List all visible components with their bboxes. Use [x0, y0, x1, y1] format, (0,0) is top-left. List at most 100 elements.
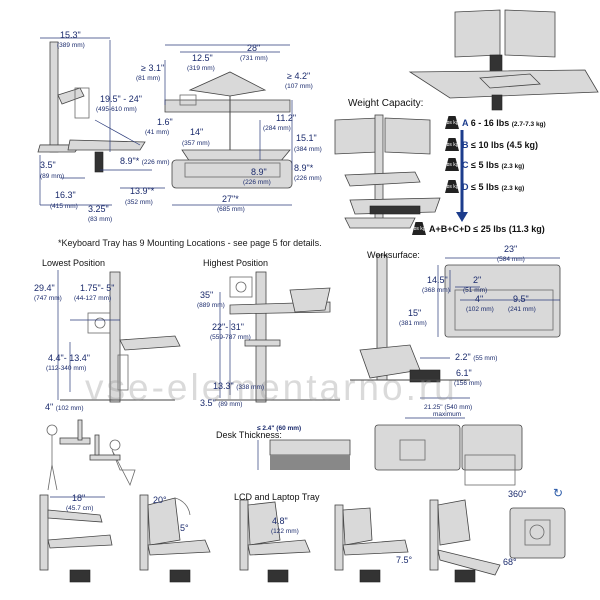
dim-18: 18"	[72, 493, 86, 503]
angle-20: 20°	[153, 495, 167, 505]
dim-29-4-mm: (747 mm)	[34, 295, 62, 302]
angle-7-5: 7.5°	[396, 555, 413, 565]
weight-total: A+B+C+D ≤ 25 lbs (11.3 kg)	[429, 224, 545, 234]
angle-5: 5°	[180, 523, 189, 533]
dim-35: 35"	[200, 290, 214, 300]
desk-thickness-value: ≤ 2.4" (60 mm)	[257, 425, 302, 432]
dim-9-5: 9.5"	[513, 294, 529, 304]
desk-thickness-label: Desk Thickness:	[216, 430, 282, 440]
angle-68: 68°	[503, 557, 517, 567]
dim-13-3: 13.3" (338 mm)	[213, 381, 265, 391]
dim-2-2: 2.2" (55 mm)	[455, 352, 498, 362]
dim-29-4: 29.4"	[34, 283, 55, 293]
dim-23: 23"	[504, 244, 518, 254]
dim-11-2: 11.2"	[276, 113, 297, 123]
dim-1-6-mm: (41 mm)	[145, 129, 170, 136]
dim-3-1-mm: (81 mm)	[136, 75, 161, 82]
dim-12-5-mm: (319 mm)	[187, 65, 215, 72]
dim-22-31: 22"- 31"	[212, 322, 244, 332]
dim-2: 2"	[473, 275, 482, 285]
dim-14-5: 14.5"	[427, 275, 448, 285]
dim-19-5-24-mm: (495-610 mm)	[96, 106, 137, 113]
lowest-position-title: Lowest Position	[42, 258, 106, 268]
weight-icon-c: lbs kg	[445, 158, 459, 171]
dim-3-5-mm: (89 mm)	[40, 173, 65, 180]
dim-8-9-c: 8.9"*	[294, 163, 314, 173]
dim-16-3: 16.3"	[55, 190, 76, 200]
dim-4-8: 4.8"	[272, 516, 288, 526]
dim-19-5-24: 19.5" - 24"	[100, 94, 142, 104]
dim-22-31-mm: (559-787 mm)	[210, 334, 251, 341]
dim-8-9-c-mm: (226 mm)	[294, 175, 322, 182]
dim-2-mm: (51 mm)	[463, 287, 488, 294]
dim-4: 4" (102 mm)	[45, 402, 84, 412]
worksurface-title: Worksurface:	[367, 250, 420, 260]
dim-15-mm: (381 mm)	[399, 320, 427, 327]
dim-ws-4: 4"	[475, 294, 484, 304]
dim-8-9-a: 8.9"* (226 mm)	[120, 156, 170, 166]
dim-21-25: 21.25" (540 mm)	[424, 404, 473, 411]
dim-12-5: 12.5"	[192, 53, 213, 63]
rotate-icon: ↻	[553, 486, 564, 500]
desk-thickness-drawing	[257, 439, 351, 470]
dim-4-4-13-4-mm: (112-340 mm)	[46, 365, 87, 372]
lcd-laptop-tray-label: LCD and Laptop Tray	[234, 492, 320, 502]
dim-6-1: 6.1"	[456, 368, 472, 378]
dim-27: 27"*	[222, 194, 239, 204]
dim-14-mm: (357 mm)	[182, 140, 210, 147]
dim-3-25-mm: (83 mm)	[88, 216, 113, 223]
lowest-position-drawing	[57, 270, 181, 403]
dim-6-1-mm: (156 mm)	[454, 380, 482, 387]
dim-23-mm: (584 mm)	[497, 256, 525, 263]
weight-item-d: D ≤ 5 lbs (2.3 kg)	[462, 182, 525, 192]
watermark: vse-elementarno.ru	[85, 367, 458, 408]
bottom-row-drawings	[39, 494, 566, 583]
dim-3-5-high: 3.5" (89 mm)	[200, 398, 243, 408]
weight-icon-d: lbs kg	[445, 180, 459, 193]
dim-3-25: 3.25"	[88, 204, 109, 214]
dim-4-2-mm: (107 mm)	[285, 83, 313, 90]
dim-15: 15"	[408, 308, 422, 318]
desk-mount-sketch	[374, 417, 523, 486]
dim-1-6: 1.6"	[157, 117, 173, 127]
dim-3-1: ≥ 3.1"	[141, 63, 165, 73]
dim-13-9-mm: (352 mm)	[125, 199, 153, 206]
dim-28-mm: (731 mm)	[240, 55, 268, 62]
dim-18-cm: (45.7 cm)	[66, 505, 94, 512]
worksurface-drawing	[350, 254, 561, 399]
weight-item-c: C ≤ 5 lbs (2.3 kg)	[462, 160, 525, 170]
weight-icon-total: lbs kg	[412, 222, 426, 235]
weight-icon-a: lbs kg	[445, 116, 459, 129]
dim-15-3: 15.3"	[60, 30, 81, 40]
dim-1-75-5: 1.75"- 5"	[80, 283, 115, 293]
side-view-drawing	[37, 37, 165, 206]
dim-8-9-b-mm: (226 mm)	[243, 179, 271, 186]
dim-28: 28"	[247, 43, 261, 53]
weight-icon-b: lbs kg	[445, 138, 459, 151]
top-view-drawing	[164, 44, 293, 206]
highest-position-title: Highest Position	[203, 258, 269, 268]
ergonomic-people-drawing	[46, 419, 136, 491]
dim-21-25-max: maximum	[433, 411, 462, 418]
weight-capacity-title: Weight Capacity:	[348, 98, 424, 109]
dim-15-3-mm: (389 mm)	[57, 42, 85, 49]
dim-15-1: 15.1"	[296, 133, 317, 143]
dim-11-2-mm: (284 mm)	[263, 125, 291, 132]
mounting-note: *Keyboard Tray has 9 Mounting Locations …	[58, 238, 322, 248]
dim-4-2: ≥ 4.2"	[287, 71, 311, 81]
dim-27-mm: (685 mm)	[217, 206, 245, 213]
weight-item-a: A 6 - 16 lbs (2.7-7.3 kg)	[462, 118, 546, 128]
highest-position-drawing	[215, 271, 340, 403]
dim-16-3-mm: (415 mm)	[50, 203, 78, 210]
dim-ws-4-mm: (102 mm)	[466, 306, 494, 313]
dim-4-4-13-4: 4.4"- 13.4"	[48, 353, 90, 363]
dim-14-5-mm: (368 mm)	[422, 287, 450, 294]
dim-4-8-mm: (122 mm)	[271, 528, 299, 535]
dim-15-1-mm: (384 mm)	[294, 146, 322, 153]
weight-capacity-drawing	[334, 114, 468, 229]
product-sketch-top	[408, 9, 599, 111]
dim-14: 14"	[190, 127, 204, 137]
dim-3-5: 3.5"	[40, 160, 56, 170]
